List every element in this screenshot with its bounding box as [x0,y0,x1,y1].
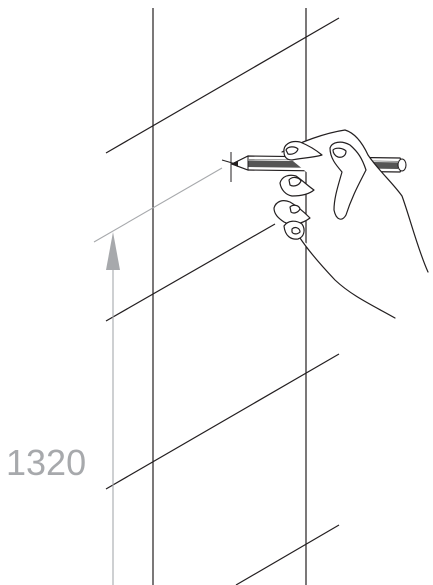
extension-line [93,167,223,243]
dimension-arrowhead [106,232,120,270]
diagonal-line-2 [105,223,276,322]
diagonal-line-3 [105,353,340,490]
hand-icon [273,129,429,319]
dimension-value: 1320 [6,442,86,483]
diagonal-line-1 [105,17,340,154]
diagonal-line-4 [235,524,340,585]
